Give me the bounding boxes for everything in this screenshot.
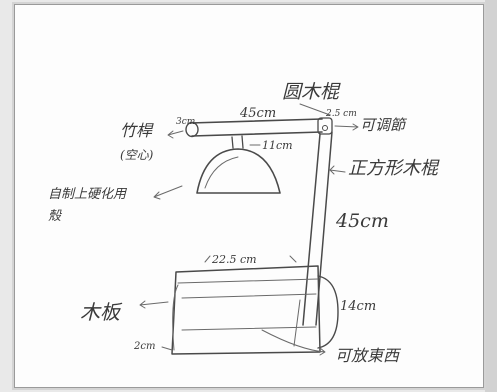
label-board: 木板 — [80, 300, 120, 324]
base-side — [317, 275, 339, 349]
label-adjustable: 可调節 — [360, 116, 406, 134]
square-pole — [302, 131, 333, 326]
arrow-adjustable — [334, 123, 359, 131]
sketch-paper — [14, 4, 484, 388]
arrow-lampshade — [153, 185, 183, 200]
rod-end-cap — [185, 121, 199, 138]
label-45cm-side: 45cm — [336, 210, 389, 232]
storage-divider — [293, 299, 301, 347]
label-2cm: 2cm — [134, 341, 156, 352]
joint-screw — [322, 125, 328, 131]
base-box — [171, 265, 321, 355]
label-lampshade-line1: 自制上硬化用 — [48, 187, 127, 202]
label-3cm: 3cm — [176, 117, 196, 127]
arrow-board — [139, 300, 169, 309]
arrow-2cm — [161, 346, 173, 351]
label-hollow: (空心) — [120, 148, 154, 162]
label-22-5cm: 22.5 cm — [212, 253, 257, 266]
label-45cm-top: 45cm — [240, 106, 277, 121]
arrow-square-pole — [329, 165, 346, 175]
label-11cm: 11cm — [262, 139, 293, 152]
lampshade — [196, 148, 281, 194]
adjustable-joint — [317, 117, 333, 135]
arrow-round-pole — [299, 103, 331, 116]
dim-22-5 — [204, 255, 297, 263]
label-lampshade-line2: 殼 — [48, 209, 62, 224]
label-square-pole: 正方形木棍 — [348, 158, 438, 179]
label-round-pole: 圆木棍 — [282, 81, 340, 103]
bamboo-rod — [189, 118, 323, 137]
label-2-5cm: 2.5 cm — [326, 109, 357, 119]
page-edge — [485, 0, 497, 392]
lamp-hanger — [231, 135, 244, 149]
arrow-storage — [261, 329, 326, 356]
label-14cm: 14cm — [340, 299, 377, 314]
label-bamboo-rod: 竹桿 — [120, 121, 153, 140]
base-left-end — [172, 284, 179, 351]
base-top-lip — [177, 278, 319, 299]
arrow-bamboo — [167, 130, 184, 139]
label-storage: 可放東西 — [335, 346, 400, 365]
base-shelf — [181, 326, 317, 331]
lampshade-shade-line — [204, 156, 239, 189]
